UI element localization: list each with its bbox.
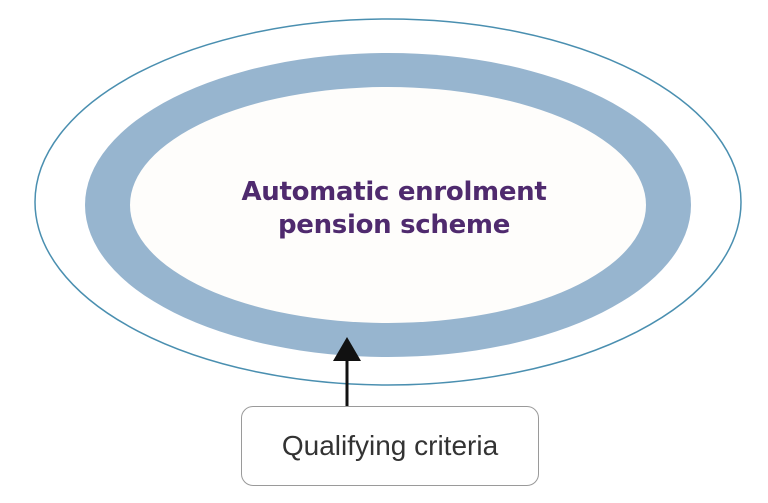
scheme-title-line-2: pension scheme [277,210,511,240]
scheme-title: Automatic enrolment pension scheme [234,176,554,242]
arrow-head-icon [333,337,361,361]
qualifying-criteria-box: Qualifying criteria [241,406,539,486]
scheme-core [130,87,646,323]
qualifying-criteria-label: Qualifying criteria [281,430,499,461]
scheme-title-line-1: Automatic enrolment [241,177,547,207]
